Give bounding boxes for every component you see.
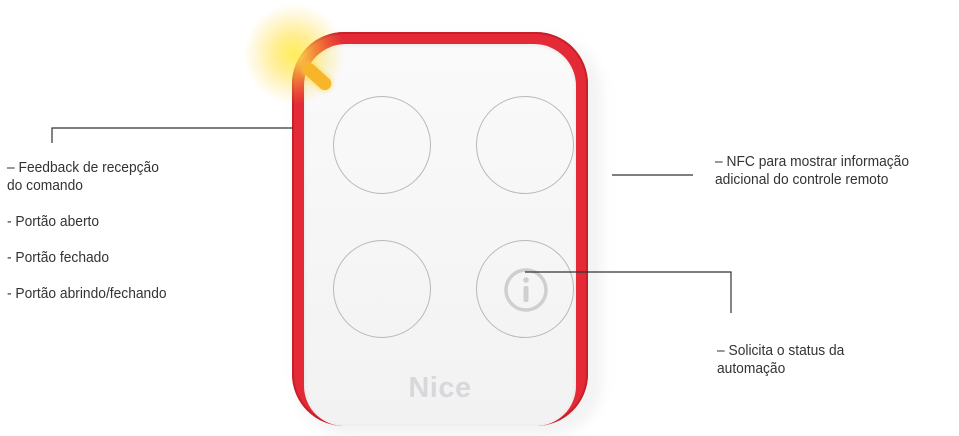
callout-item-closed: - Portão fechado: [7, 249, 167, 267]
callout-feedback: – Feedback de recepção do comando - Port…: [7, 159, 167, 303]
callout-status-line-1: – Solicita o status da: [717, 342, 844, 360]
leader-line-left: [52, 128, 293, 143]
callout-nfc-line-1: – NFC para mostrar informação: [715, 153, 909, 171]
callout-feedback-title-2: do comando: [7, 177, 167, 195]
callout-item-open: - Portão aberto: [7, 213, 167, 231]
callout-status: – Solicita o status da automação: [717, 342, 844, 378]
callout-status-line-2: automação: [717, 360, 844, 378]
callout-nfc: – NFC para mostrar informação adicional …: [715, 153, 909, 189]
callout-item-moving: - Portão abrindo/fechando: [7, 285, 167, 303]
leader-line-bottom: [525, 272, 731, 313]
callout-nfc-line-2: adicional do controle remoto: [715, 171, 909, 189]
callout-feedback-title-1: – Feedback de recepção: [7, 159, 167, 177]
